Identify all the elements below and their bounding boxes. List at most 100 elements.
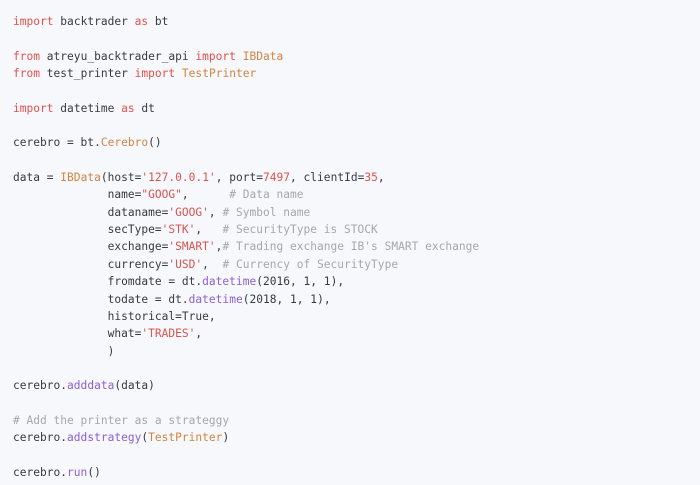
code-token-pln: , — [296, 292, 311, 306]
code-line — [13, 395, 700, 412]
code-token-pln: cerebro. — [13, 431, 68, 445]
code-line: ) — [13, 343, 700, 360]
code-token-fn: run — [67, 465, 88, 479]
code-token-com: # Add the printer as a strateggy — [13, 413, 230, 427]
code-token-pln: (host= — [100, 171, 142, 185]
code-token-str: 'SMART' — [168, 240, 216, 254]
code-line: historical=True, — [13, 308, 700, 325]
code-token-pln: , — [195, 327, 203, 341]
code-token-com: # Data name — [229, 188, 304, 202]
code-token-kw: from — [13, 67, 41, 81]
code-token-str: '127.0.0.1' — [141, 171, 216, 185]
code-line — [13, 30, 700, 47]
code-line — [13, 447, 700, 464]
code-token-pln: ( — [256, 275, 263, 289]
code-token-kw: import — [13, 101, 54, 115]
code-token-pln: (data) — [114, 379, 155, 393]
code-token-pln: () — [148, 136, 162, 150]
code-token-num: 1 — [310, 292, 318, 306]
code-token-pln: backtrader — [53, 15, 135, 28]
code-token-cls: IBData — [242, 49, 284, 63]
code-token-pln: secType= — [13, 223, 162, 237]
code-token-pln — [175, 67, 182, 80]
code-token-fn: datetime — [188, 292, 243, 306]
code-token-numk: 7497 — [263, 171, 291, 185]
code-token-pln: () — [87, 465, 101, 479]
code-token-pln: exchange= — [13, 240, 169, 254]
code-token-pln: , clientId= — [290, 171, 365, 185]
code-token-pln: ) — [222, 431, 230, 445]
code-token-pln: dt — [134, 101, 155, 115]
code-line: from test_printer import TestPrinter — [13, 65, 700, 82]
code-token-fn: addstrategy — [67, 431, 142, 445]
code-token-pln: what= — [13, 327, 142, 341]
code-token-str: 'GOOG' — [168, 205, 209, 219]
code-line: data = IBData(host='127.0.0.1', port=749… — [13, 169, 700, 186]
code-token-pln: cerebro. — [13, 465, 68, 479]
code-token-num: 2018 — [249, 292, 277, 306]
code-token-com: # Trading exchange IB's SMART exchange — [222, 240, 480, 254]
code-line: # Add the printer as a strateggy — [13, 412, 700, 429]
code-token-cls: TestPrinter — [181, 67, 257, 81]
code-token-cls: IBData — [60, 171, 101, 185]
code-token-com: # Symbol name — [222, 205, 311, 219]
code-token-com: # Currency of SecurityType — [222, 257, 399, 271]
code-token-pln: , — [215, 240, 223, 254]
code-line: cerebro = bt.Cerebro() — [13, 134, 700, 151]
code-token-pln: todate = dt. — [13, 292, 189, 306]
code-token-pln: fromdate = dt. — [13, 275, 203, 289]
code-line: from atreyu_backtrader_api import IBData — [13, 48, 700, 65]
code-token-kw: as — [121, 101, 135, 115]
code-token-pln: name= — [13, 188, 142, 202]
code-token-pln: , — [208, 205, 223, 219]
code-line: secType='STK', # SecurityType is STOCK — [13, 221, 700, 238]
code-line: todate = dt.datetime(2018, 1, 1), — [13, 291, 700, 308]
code-token-str: "GOOG" — [141, 188, 182, 202]
code-token-pln: cerebro. — [13, 379, 68, 393]
code-line: fromdate = dt.datetime(2016, 1, 1), — [13, 273, 700, 290]
code-token-pln: data = — [13, 171, 61, 185]
code-token-pln: , — [181, 188, 230, 202]
code-line: name="GOOG", # Data name — [13, 186, 700, 203]
code-token-pln: , — [276, 292, 291, 306]
code-token-pln: , — [310, 275, 324, 289]
code-token-num: 2016 — [262, 275, 290, 289]
code-token-pln: , port= — [215, 171, 263, 185]
code-token-pln — [236, 50, 243, 63]
code-line — [13, 82, 700, 99]
code-line: import datetime as dt — [13, 100, 700, 117]
code-token-pln: historical=True, — [13, 309, 216, 323]
code-token-pln: currency= — [13, 257, 169, 271]
code-line: import backtrader as bt — [13, 13, 700, 30]
code-line: dataname='GOOG', # Symbol name — [13, 204, 700, 221]
code-token-pln: dataname= — [13, 205, 169, 219]
code-token-str: 'TRADES' — [141, 327, 196, 341]
code-token-kw: from — [13, 49, 41, 63]
code-token-cls: TestPrinter — [148, 431, 223, 445]
code-token-pln: ) — [13, 344, 115, 358]
code-line: currency='USD', # Currency of SecurityTy… — [13, 256, 700, 273]
code-token-pln: ), — [317, 292, 331, 306]
code-token-pln: cerebro = bt. — [13, 136, 101, 150]
code-token-pln: test_printer — [40, 67, 135, 81]
code-token-num: 1 — [323, 275, 331, 289]
code-lines-container: import backtrader as bt from atreyu_back… — [13, 13, 700, 481]
code-token-fn: adddata — [67, 379, 115, 393]
code-token-pln: datetime — [53, 101, 122, 115]
code-token-com: # SecurityType is STOCK — [222, 223, 378, 237]
code-token-num: 1 — [290, 292, 297, 306]
code-line — [13, 117, 700, 134]
code-token-kw: import — [13, 15, 54, 28]
code-token-cls: Cerebro — [100, 136, 149, 150]
code-token-pln: ), — [330, 275, 345, 289]
code-line — [13, 360, 700, 377]
code-token-str: 'USD' — [168, 257, 203, 271]
code-line — [13, 152, 700, 169]
code-token-fn: datetime — [202, 275, 257, 289]
code-token-pln: , — [377, 171, 385, 185]
code-token-pln: , — [290, 275, 304, 289]
code-token-num: 1 — [303, 275, 311, 289]
code-token-pln: , — [195, 223, 223, 237]
code-line: cerebro.run() — [13, 464, 700, 481]
